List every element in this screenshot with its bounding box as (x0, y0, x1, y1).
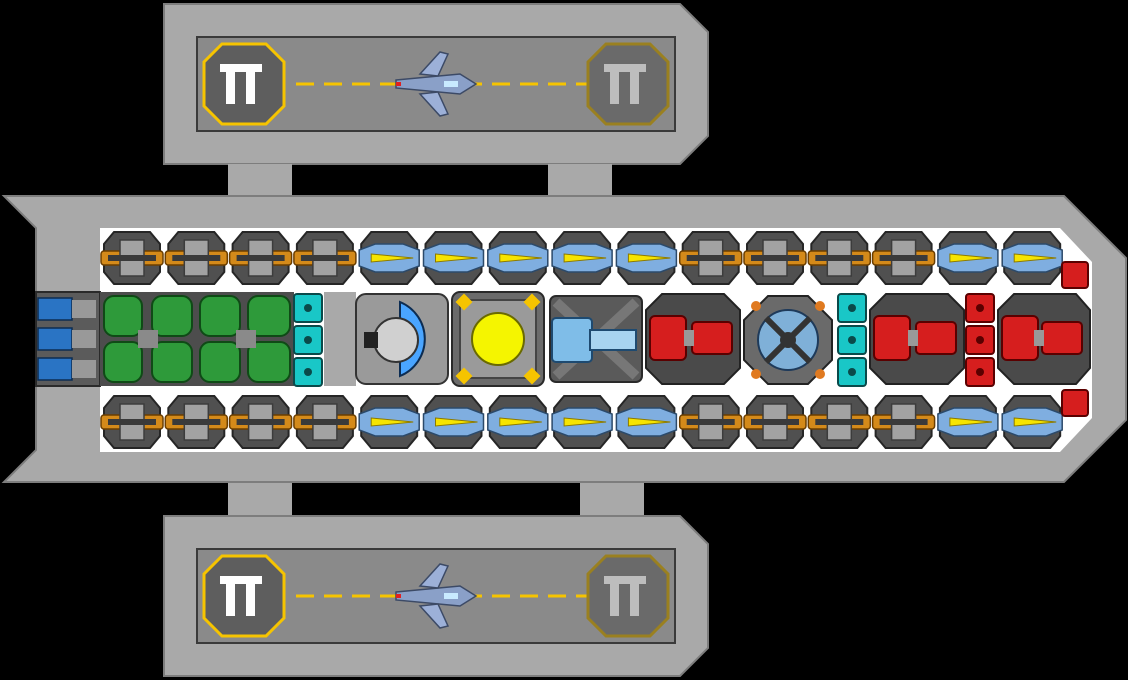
teal-column-1[interactable] (293, 293, 323, 387)
gun-yellow-turret-icon[interactable] (615, 395, 678, 449)
gun-yellow-turret-icon[interactable] (422, 395, 485, 449)
gun-orange-turret-icon[interactable] (807, 395, 872, 449)
gun-yellow-turret-icon[interactable] (615, 231, 678, 285)
gun-orange-turret-icon[interactable] (678, 231, 743, 285)
hangar-sign-left-icon (202, 42, 286, 126)
shield-generator[interactable] (355, 293, 449, 385)
cross-reactor[interactable] (743, 295, 833, 385)
teal-column-2[interactable] (837, 293, 867, 387)
hangar-bottom (163, 480, 709, 677)
gun-orange-turret-icon[interactable] (164, 231, 229, 285)
gun-yellow-turret-icon[interactable] (1001, 231, 1064, 285)
reactor-core[interactable] (451, 291, 545, 387)
hangar-top (163, 3, 709, 200)
gun-orange-turret-icon[interactable] (228, 231, 293, 285)
hangar-sign-right-icon (586, 554, 670, 638)
hangar-sign-right-icon (586, 42, 670, 126)
gun-yellow-turret-icon[interactable] (486, 395, 549, 449)
gun-yellow-turret-icon[interactable] (551, 395, 614, 449)
red-nub-top[interactable] (1061, 261, 1089, 289)
gun-orange-turret-icon[interactable] (100, 231, 164, 285)
gun-yellow-turret-icon[interactable] (422, 231, 485, 285)
turret-row-top (100, 231, 1064, 285)
gun-yellow-turret-icon[interactable] (936, 231, 999, 285)
blue-cannon[interactable] (549, 295, 643, 383)
gun-orange-turret-icon[interactable] (164, 395, 229, 449)
red-engine-1[interactable] (645, 293, 741, 385)
gun-orange-turret-icon[interactable] (100, 395, 164, 449)
gun-orange-turret-icon[interactable] (228, 395, 293, 449)
gun-orange-turret-icon[interactable] (292, 231, 357, 285)
gun-yellow-turret-icon[interactable] (936, 395, 999, 449)
gun-yellow-turret-icon[interactable] (551, 231, 614, 285)
bulkhead (324, 292, 356, 386)
gun-orange-turret-icon[interactable] (743, 395, 807, 449)
gun-orange-turret-icon[interactable] (678, 395, 743, 449)
gun-yellow-turret-icon[interactable] (358, 231, 421, 285)
red-engine-2[interactable] (869, 293, 965, 385)
turret-row-bottom (100, 395, 1064, 449)
green-tanks[interactable] (100, 292, 294, 386)
hangar-sign-left-icon (202, 554, 286, 638)
gun-orange-turret-icon[interactable] (871, 395, 936, 449)
thruster-stack[interactable] (35, 291, 101, 387)
gun-orange-turret-icon[interactable] (292, 395, 357, 449)
gun-orange-turret-icon[interactable] (871, 231, 936, 285)
gun-orange-turret-icon[interactable] (807, 231, 872, 285)
gun-yellow-turret-icon[interactable] (486, 231, 549, 285)
red-nub-bottom[interactable] (1061, 389, 1089, 417)
gun-orange-turret-icon[interactable] (743, 231, 807, 285)
gun-yellow-turret-icon[interactable] (1001, 395, 1064, 449)
red-column[interactable] (965, 293, 995, 387)
gun-yellow-turret-icon[interactable] (358, 395, 421, 449)
red-engine-3[interactable] (997, 293, 1091, 385)
